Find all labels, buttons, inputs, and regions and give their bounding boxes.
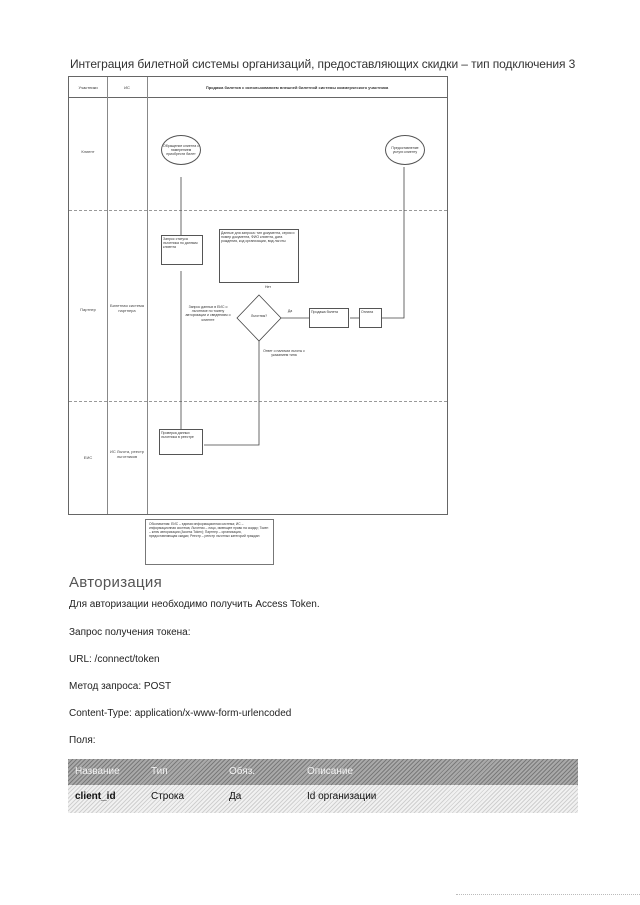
paragraph-request: Запрос получения токена:: [69, 627, 191, 638]
cell-description: Id организации: [307, 791, 377, 802]
section-heading: Авторизация: [69, 574, 163, 591]
table-header: Название Тип Обяз. Описание: [68, 759, 578, 785]
header-type: Тип: [151, 766, 168, 777]
yes-label: Да: [287, 309, 293, 313]
footer-rule: [456, 894, 640, 895]
end-node: Предоставление услуги клиенту: [385, 135, 425, 165]
paragraph-url: URL: /connect/token: [69, 654, 160, 665]
paragraph-fields: Поля:: [69, 735, 96, 746]
request-note: Запрос данных в ЕИС о льготнике по токен…: [185, 305, 231, 322]
diagram-connectors: [180, 167, 405, 446]
header-name: Название: [75, 766, 120, 777]
lane-eis-system: ИС Льгота, реестр льготников: [109, 449, 145, 459]
header-process: Продажа билетов с использованием внешней…: [205, 84, 389, 90]
lane-client-label: Клиент: [81, 149, 95, 154]
start-node: Обращение клиента с намерением приобрест…: [161, 135, 201, 165]
query-annotation: Данные для запроса: тип документа, серия…: [219, 229, 299, 283]
diagram-legend: Обозначения: ЕИС – единая информационная…: [145, 519, 274, 565]
eis-check-node: Проверка данных льготника в реестре: [159, 429, 203, 455]
header-description: Описание: [307, 766, 354, 777]
process-diagram: Участники ИС Продажа билетов с использов…: [68, 76, 448, 515]
cell-type: Строка: [151, 791, 185, 802]
query-node: Запрос статуса льготника по данным клиен…: [161, 235, 203, 265]
decision-label: Льготник?: [250, 314, 268, 318]
lane-eis-label: ЕИС: [83, 455, 93, 460]
cell-name: client_id: [75, 791, 116, 802]
no-label: Нет: [265, 285, 271, 289]
sale-node: Продажа билета: [309, 308, 349, 328]
paragraph-method: Метод запроса: POST: [69, 681, 172, 692]
lane-divider-2: [69, 401, 447, 402]
header-participants: Участники: [78, 84, 98, 90]
table-row: client_id Строка Да Id организации: [68, 785, 578, 813]
header-system: ИС: [124, 84, 130, 90]
fields-table: Название Тип Обяз. Описание client_id Ст…: [68, 759, 578, 813]
paragraph-intro: Для авторизации необходимо получить Acce…: [69, 599, 320, 610]
lane-partner-system: Билетная система партнера: [109, 303, 145, 313]
response-note: Ответ о наличии льготы с указанием типа: [263, 349, 305, 358]
lane-divider-col1: [107, 77, 108, 514]
lane-divider-col2: [147, 77, 148, 514]
paragraph-content-type: Content-Type: application/x-www-form-url…: [69, 708, 292, 719]
payment-node: Оплата: [359, 308, 382, 328]
lane-partner-label: Партнер: [80, 307, 96, 312]
cell-required: Да: [229, 791, 242, 802]
lane-divider-1: [69, 210, 447, 211]
document-title: Интеграция билетной системы организаций,…: [70, 57, 576, 71]
header-required: Обяз.: [229, 766, 256, 777]
header-divider: [69, 97, 447, 98]
